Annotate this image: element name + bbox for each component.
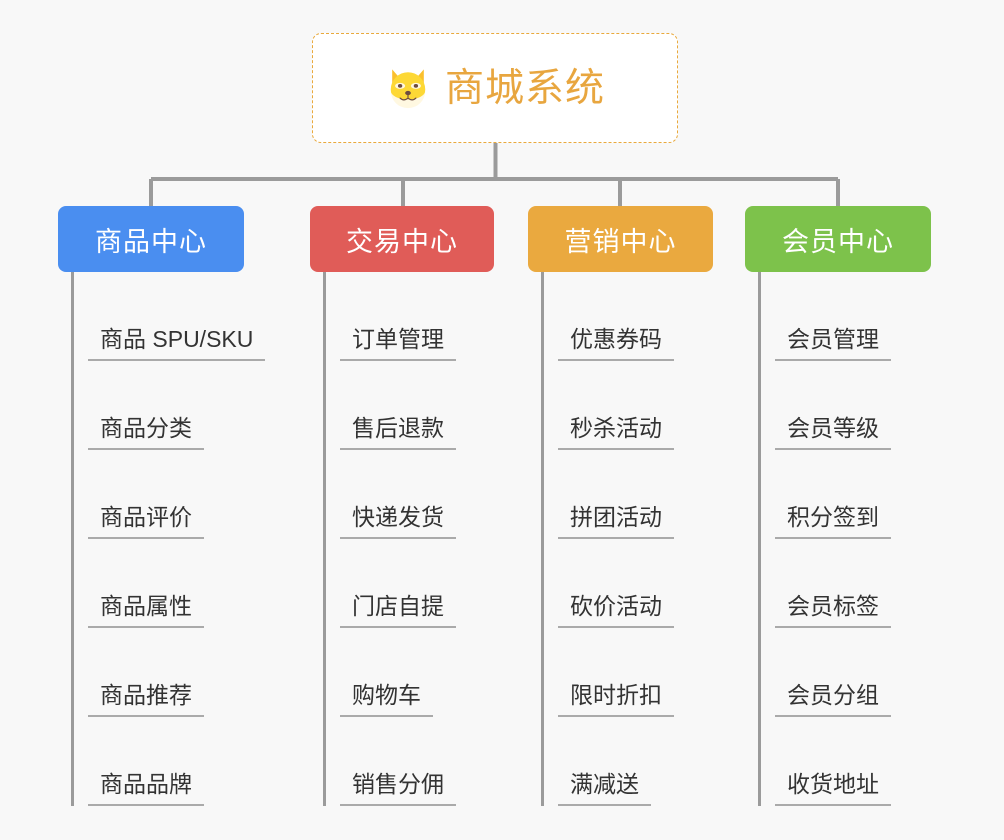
branch-trunk [541, 272, 544, 806]
leaf-label: 会员分组 [775, 682, 891, 717]
branch-column-3: 会员中心 会员管理 会员等级 积分签到 会员标签 会员分组 收货地址 [745, 206, 931, 806]
leaf-item[interactable]: 秒杀活动 [528, 361, 713, 450]
branch-trunk [71, 272, 74, 806]
leaf-list-1: 订单管理 售后退款 快递发货 门店自提 购物车 销售分佣 [310, 272, 494, 806]
leaf-label: 会员等级 [775, 415, 891, 450]
leaf-item[interactable]: 商品品牌 [58, 717, 244, 806]
leaf-item[interactable]: 销售分佣 [310, 717, 494, 806]
leaf-label: 销售分佣 [340, 771, 456, 806]
leaf-label: 快递发货 [340, 504, 456, 539]
leaf-label: 购物车 [340, 682, 433, 717]
leaf-label: 秒杀活动 [558, 415, 674, 450]
leaf-item[interactable]: 售后退款 [310, 361, 494, 450]
shiba-dog-face-icon [390, 69, 426, 109]
leaf-label: 售后退款 [340, 415, 456, 450]
leaf-item[interactable]: 购物车 [310, 628, 494, 717]
branch-header-label: 会员中心 [782, 226, 894, 257]
leaf-label: 商品属性 [88, 593, 204, 628]
leaf-label: 商品 SPU/SKU [88, 326, 266, 361]
leaf-label: 商品分类 [88, 415, 204, 450]
leaf-item[interactable]: 商品推荐 [58, 628, 244, 717]
leaf-item[interactable]: 收货地址 [745, 717, 931, 806]
root-title: 商城系统 [444, 66, 605, 110]
leaf-label: 商品评价 [88, 504, 204, 539]
leaf-label: 积分签到 [775, 504, 891, 539]
branch-column-1: 交易中心 订单管理 售后退款 快递发货 门店自提 购物车 销售分佣 [310, 206, 494, 806]
leaf-item[interactable]: 商品属性 [58, 539, 244, 628]
branch-column-0: 商品中心 商品 SPU/SKU 商品分类 商品评价 商品属性 商品推荐 商品品牌 [58, 206, 266, 806]
branch-header-label: 交易中心 [346, 226, 458, 257]
leaf-item[interactable]: 限时折扣 [528, 628, 713, 717]
leaf-label: 砍价活动 [558, 593, 674, 628]
leaf-label: 会员标签 [775, 593, 891, 628]
branch-column-2: 营销中心 优惠券码 秒杀活动 拼团活动 砍价活动 限时折扣 满减送 [528, 206, 713, 806]
branch-header-label: 营销中心 [564, 226, 677, 257]
leaf-label: 商品推荐 [88, 682, 204, 717]
leaf-item[interactable]: 会员标签 [745, 539, 931, 628]
leaf-item[interactable]: 会员分组 [745, 628, 931, 717]
leaf-list-3: 会员管理 会员等级 积分签到 会员标签 会员分组 收货地址 [745, 272, 931, 806]
leaf-item[interactable]: 优惠券码 [528, 272, 713, 361]
leaf-item[interactable]: 门店自提 [310, 539, 494, 628]
leaf-list-0: 商品 SPU/SKU 商品分类 商品评价 商品属性 商品推荐 商品品牌 [58, 272, 266, 806]
leaf-item[interactable]: 满减送 [528, 717, 713, 806]
root-node[interactable]: 商城系统 [312, 33, 678, 143]
leaf-label: 门店自提 [340, 593, 456, 628]
leaf-label: 限时折扣 [558, 682, 674, 717]
leaf-item[interactable]: 拼团活动 [528, 450, 713, 539]
leaf-item[interactable]: 会员管理 [745, 272, 931, 361]
leaf-item[interactable]: 商品评价 [58, 450, 244, 539]
leaf-item[interactable]: 商品分类 [58, 361, 244, 450]
leaf-label: 拼团活动 [558, 504, 674, 539]
branch-header-1[interactable]: 交易中心 [310, 206, 494, 272]
leaf-item[interactable]: 积分签到 [745, 450, 931, 539]
leaf-item[interactable]: 会员等级 [745, 361, 931, 450]
branch-trunk [323, 272, 326, 806]
leaf-label: 会员管理 [775, 326, 891, 361]
branch-trunk [758, 272, 761, 806]
leaf-item[interactable]: 砍价活动 [528, 539, 713, 628]
leaf-label: 收货地址 [775, 771, 891, 806]
leaf-label: 商品品牌 [88, 771, 204, 806]
branch-header-label: 商品中心 [95, 226, 207, 257]
branch-header-3[interactable]: 会员中心 [745, 206, 931, 272]
leaf-label: 满减送 [558, 771, 651, 806]
branch-header-2[interactable]: 营销中心 [528, 206, 713, 272]
leaf-label: 订单管理 [340, 326, 456, 361]
leaf-item[interactable]: 快递发货 [310, 450, 494, 539]
leaf-item[interactable]: 订单管理 [310, 272, 494, 361]
leaf-label: 优惠券码 [558, 326, 674, 361]
leaf-list-2: 优惠券码 秒杀活动 拼团活动 砍价活动 限时折扣 满减送 [528, 272, 713, 806]
branch-header-0[interactable]: 商品中心 [58, 206, 244, 272]
leaf-item[interactable]: 商品 SPU/SKU [58, 272, 266, 361]
